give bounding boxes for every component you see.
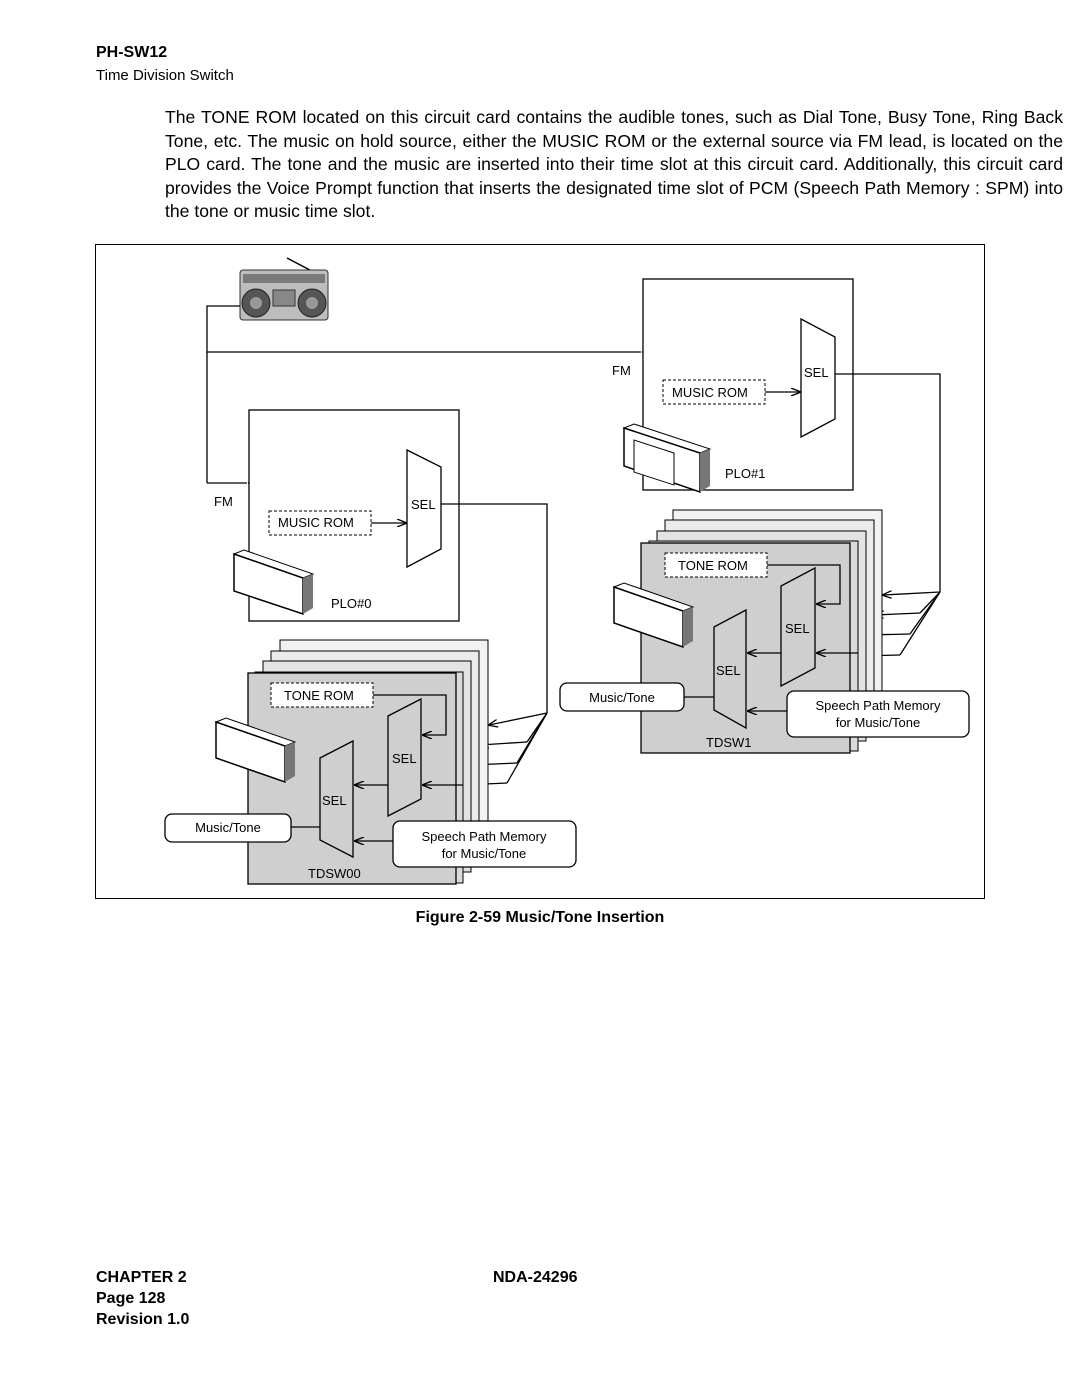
tdsw00-chip-icon: [214, 717, 297, 784]
tdsw1-spm-box: [786, 690, 970, 738]
plo1-music-rom-label: MUSIC ROM: [672, 385, 748, 400]
tdsw00-spm-box: [392, 820, 577, 868]
footer-revision: Revision 1.0: [96, 1311, 190, 1328]
plo0-music-rom-label: MUSIC ROM: [278, 515, 354, 530]
plo0-chip-icon: [232, 549, 315, 616]
tdsw1-music-tone-box: [559, 682, 685, 712]
header-subtitle: Time Division Switch: [96, 67, 234, 84]
tdsw1-music-tone-label: Music/Tone: [589, 690, 655, 705]
tdsw00-music-tone-box: [164, 813, 292, 843]
fm-left-label: FM: [214, 494, 233, 509]
plo0-label: PLO#0: [331, 596, 371, 611]
plo1-sel-label: SEL: [804, 365, 829, 380]
footer-chapter: CHAPTER 2: [96, 1269, 187, 1286]
plo1-music-rom-box: [662, 379, 766, 405]
tdsw00-spm-line2: for Music/Tone: [442, 846, 527, 861]
tdsw1-sel-b-label: SEL: [716, 663, 741, 678]
plo0-sel-label: SEL: [411, 497, 436, 512]
figure-frame: [95, 244, 985, 899]
tdsw1-selector-b: [713, 608, 747, 730]
tdsw1-label: TDSW1: [706, 735, 752, 750]
tdsw1-spm-line1: Speech Path Memory: [815, 698, 941, 713]
body-paragraph: The TONE ROM located on this circuit car…: [165, 107, 1063, 221]
tdsw1-spm-line2: for Music/Tone: [836, 715, 921, 730]
footer-doc-number: NDA-24296: [493, 1269, 578, 1286]
plo0-card: [232, 409, 460, 622]
tdsw00-tone-rom-label: TONE ROM: [284, 688, 354, 703]
tdsw1-tone-rom-label: TONE ROM: [678, 558, 748, 573]
plo1-label: PLO#1: [725, 466, 765, 481]
tdsw1-tone-rom-box: [664, 552, 768, 578]
tdsw1-chip-icon: [612, 582, 695, 649]
tdsw00-selector-b: [319, 739, 354, 859]
plo1-card: [622, 278, 854, 494]
header-title: PH-SW12: [96, 44, 168, 61]
tdsw00-sel-a-label: SEL: [392, 751, 417, 766]
tdsw00-selector-a: [387, 697, 422, 818]
plo0-selector: [406, 448, 442, 569]
tdsw00-music-tone-label: Music/Tone: [195, 820, 261, 835]
tdsw00-spm-line1: Speech Path Memory: [421, 829, 547, 844]
fm-right-label: FM: [612, 363, 631, 378]
tdsw00-tone-rom-box: [270, 682, 374, 708]
music-tone-insertion-diagram: FM SEL MUSIC ROM PLO#1 FM SEL MUSIC ROM …: [95, 244, 985, 899]
plo1-selector: [800, 317, 836, 439]
plo0-music-rom-box: [268, 510, 372, 536]
plo1-chip-icon: [622, 423, 712, 494]
figure-caption: Figure 2-59 Music/Tone Insertion: [415, 909, 665, 926]
footer-page: Page 128: [96, 1290, 166, 1307]
radio-icon: [239, 257, 329, 321]
tdsw00-label: TDSW00: [308, 866, 361, 881]
tdsw00-sel-b-label: SEL: [322, 793, 347, 808]
tdsw1-sel-a-label: SEL: [785, 621, 810, 636]
